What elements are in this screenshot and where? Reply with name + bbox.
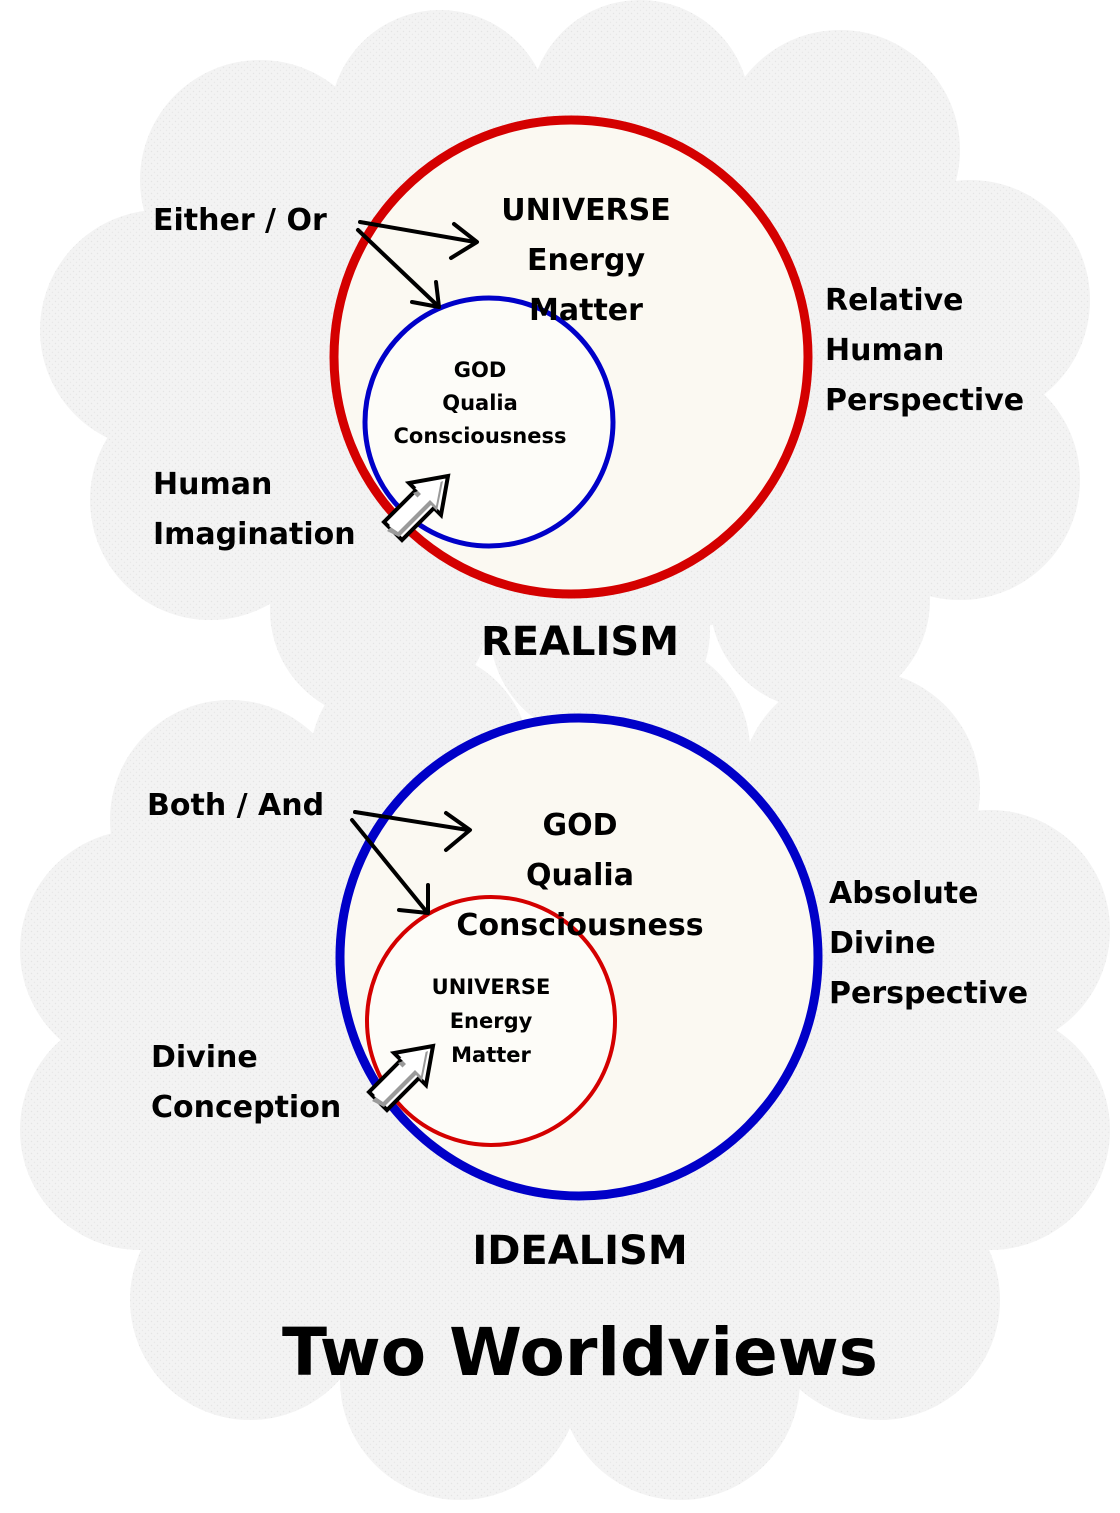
idealism-title: IDEALISM (472, 1228, 688, 1274)
idealism-outer-line-1: GOD (542, 808, 618, 843)
idealism-inner-circle (365, 895, 617, 1147)
realism-logic-label: Either / Or (153, 203, 327, 238)
idealism-both-and-arrows (350, 810, 472, 915)
realism-imagination-arrow (381, 473, 451, 543)
realism-perspective-line-2: Human (825, 333, 945, 368)
idealism-perspective-line-2: Divine (829, 926, 936, 961)
realism-title: REALISM (480, 619, 680, 665)
realism-outer-line-1: UNIVERSE (501, 193, 671, 228)
idealism-conception-arrow (366, 1043, 436, 1113)
idealism-perspective-line-3: Perspective (829, 976, 1029, 1011)
idealism-origin-line-2: Conception (151, 1090, 342, 1125)
idealism-origin-line-1: Divine (151, 1040, 258, 1075)
realism-perspective-line-1: Relative (825, 283, 964, 318)
realism-outer-line-2: Energy (526, 243, 646, 278)
main-title: Two Worldviews (282, 1314, 878, 1391)
realism-outer-line-3: Matter (529, 293, 643, 328)
idealism-outer-line-3: Consciousness (456, 908, 704, 943)
realism-inner-line-1: GOD (453, 358, 507, 382)
idealism-outer-line-2: Qualia (526, 858, 634, 893)
idealism-perspective-line-1: Absolute (829, 876, 979, 911)
idealism-inner-line-2: Energy (449, 1009, 533, 1033)
realism-origin-line-2: Imagination (153, 517, 356, 552)
realism-either-or-arrows (356, 220, 479, 309)
realism-origin-line-1: Human (153, 467, 273, 502)
realism-inner-line-2: Qualia (442, 391, 518, 415)
idealism-inner-line-1: UNIVERSE (431, 975, 551, 999)
realism-perspective-line-3: Perspective (825, 383, 1025, 418)
idealism-inner-line-3: Matter (451, 1043, 531, 1067)
idealism-logic-label: Both / And (147, 788, 325, 823)
realism-inner-line-3: Consciousness (393, 424, 567, 448)
